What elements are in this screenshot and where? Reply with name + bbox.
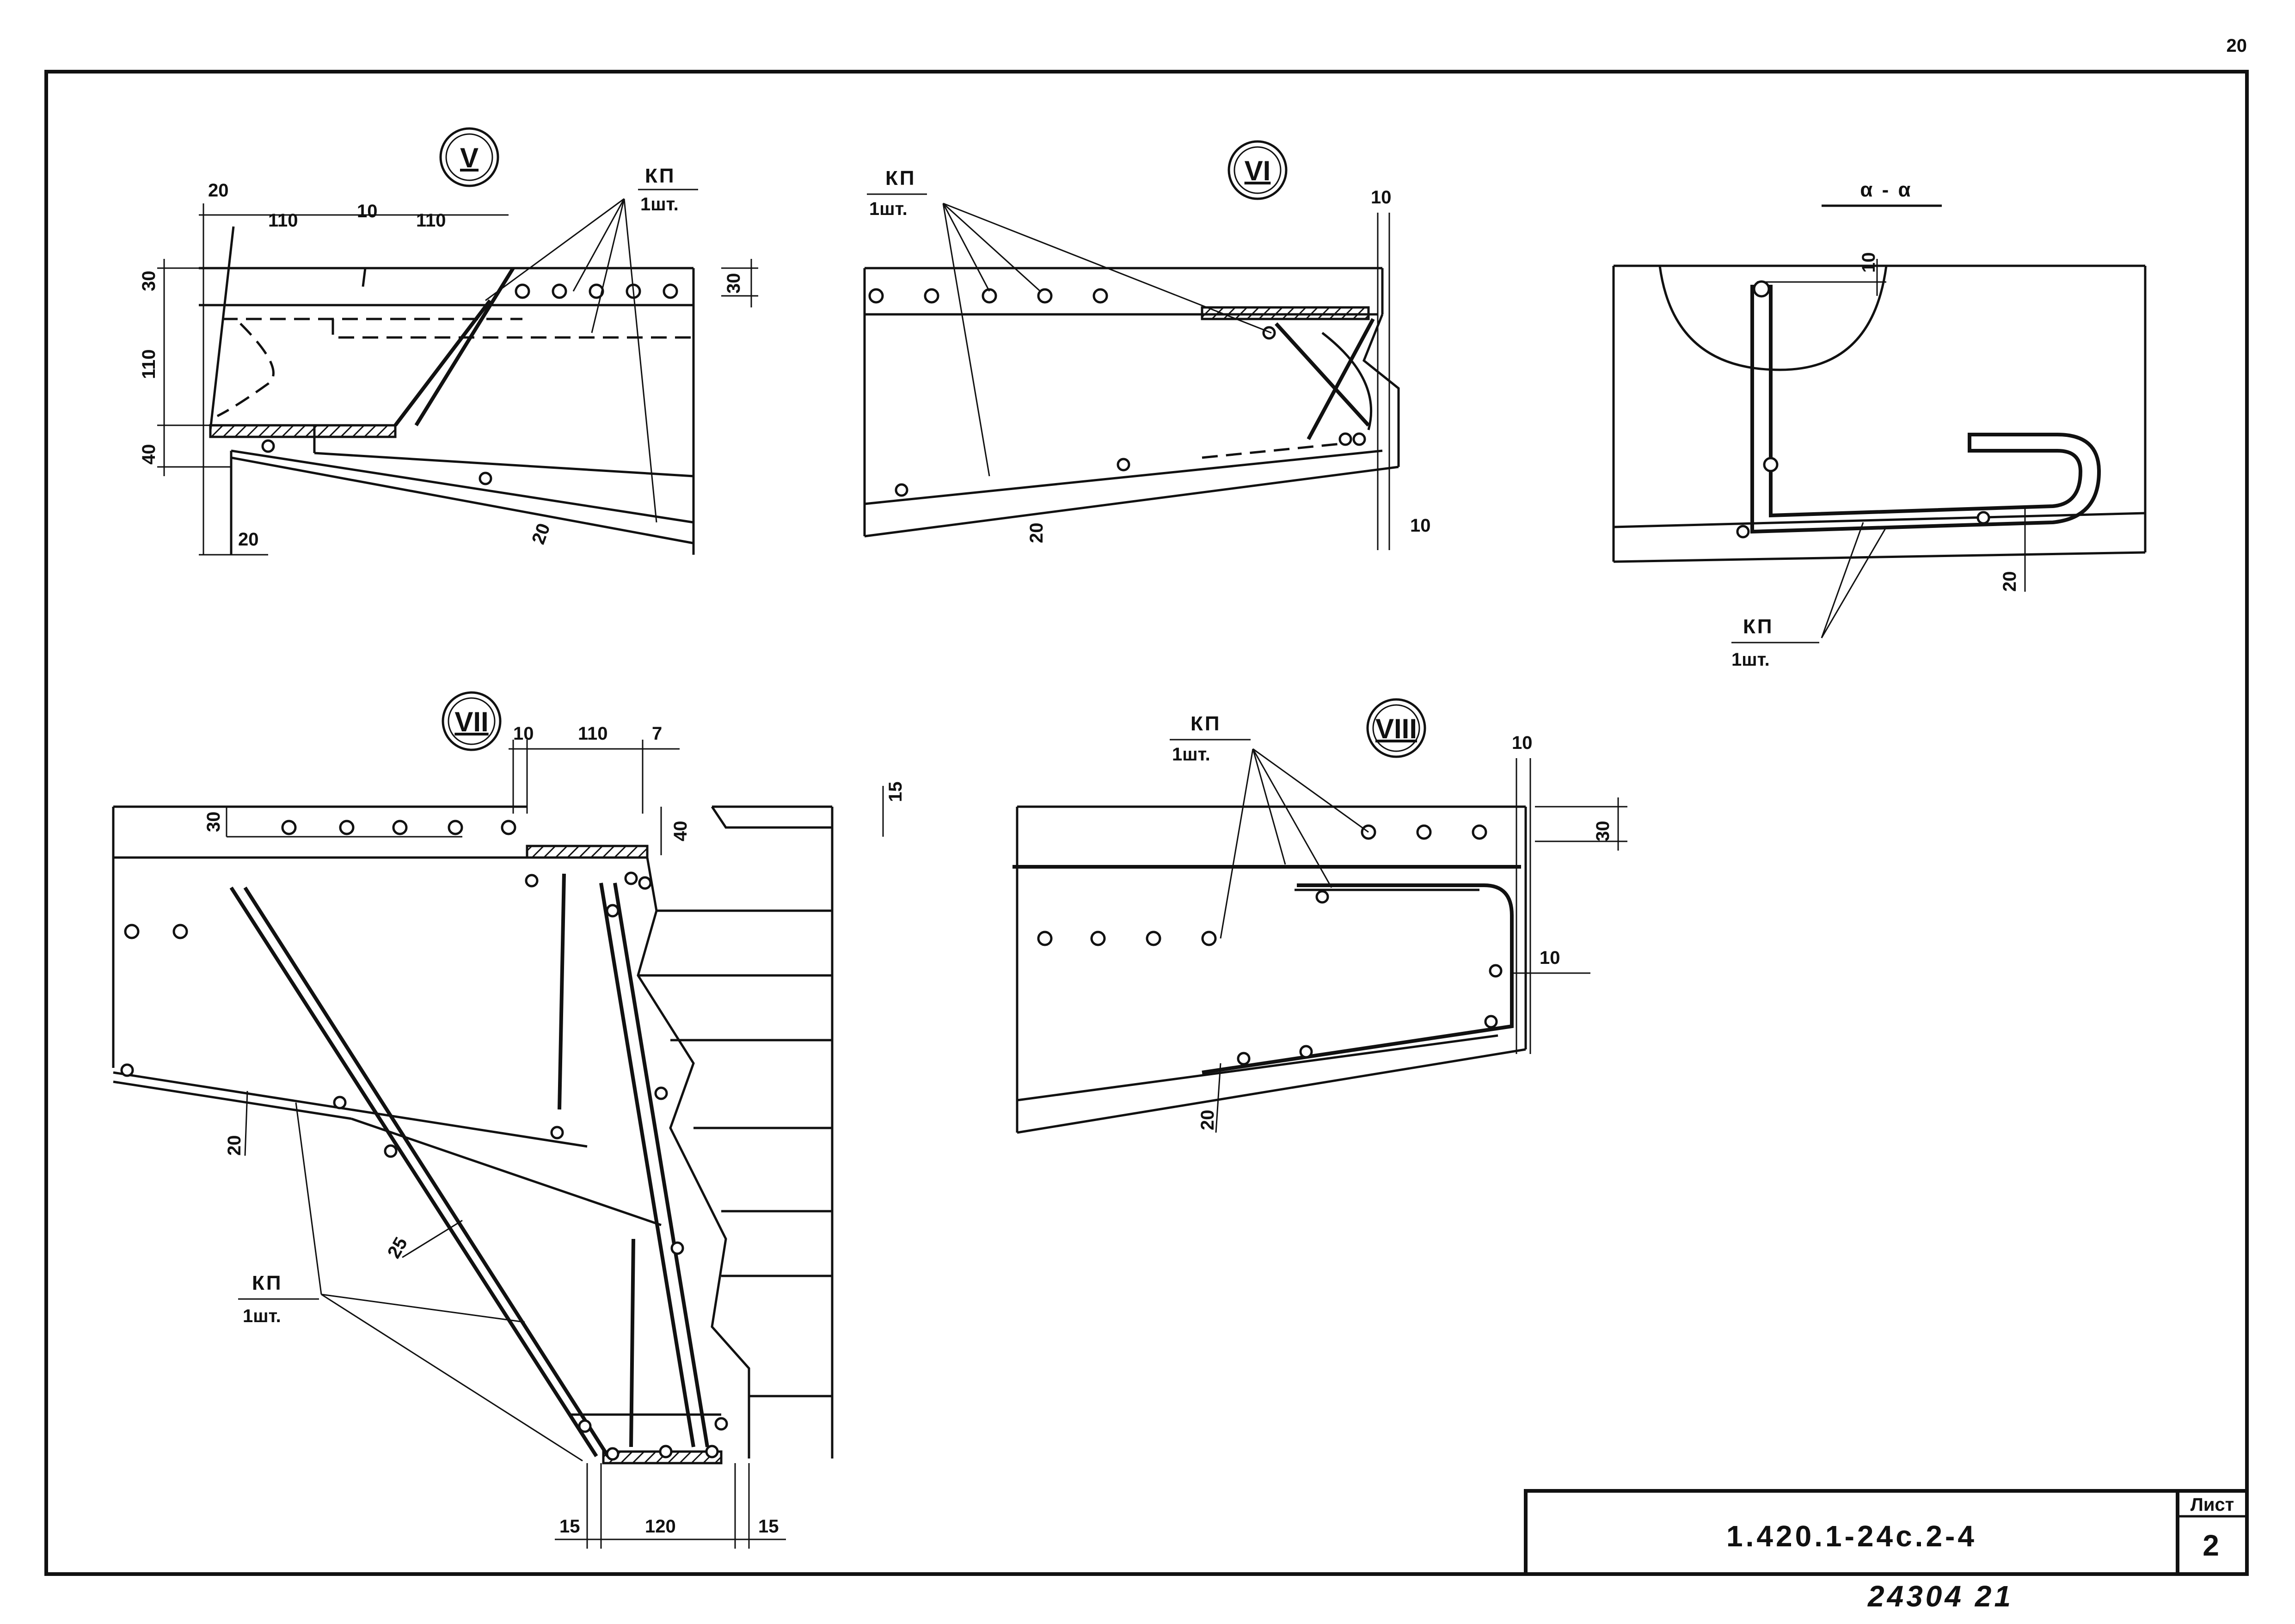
node-v-dim-2: 110 xyxy=(268,210,298,231)
node-viii-callout-qty: 1шт. xyxy=(1172,744,1210,765)
node-vi-label: VI xyxy=(1245,155,1271,186)
section-a-a-callout-qty: 1шт. xyxy=(1731,650,1770,670)
node-v-badge xyxy=(439,127,499,187)
node-v-dim-9: 30 xyxy=(724,273,744,294)
title-block: Лист 2 1.420.1-24с.2-4 24304 21 xyxy=(1524,1489,2249,1613)
node-v: V КП 1шт. xyxy=(139,127,758,556)
section-a-a-dim-2: 20 xyxy=(2000,571,2020,592)
node-vii-dim-4: 15 xyxy=(885,782,906,803)
node-viii-dim-1: 10 xyxy=(1512,733,1533,753)
node-v-dim-8: 20 xyxy=(238,529,259,550)
node-viii-dim-3: 10 xyxy=(1540,948,1560,968)
node-vii-dim-7: 20 xyxy=(224,1135,245,1156)
title-block-frame xyxy=(1524,1489,2249,1576)
node-vi-badge xyxy=(1227,140,1288,200)
node-viii-badge xyxy=(1366,698,1426,758)
node-vi: VI КП 1шт. 10 20 10 xyxy=(863,140,1431,550)
node-vi-dim-2: 20 xyxy=(1026,523,1047,544)
node-viii-dim-4: 20 xyxy=(1197,1110,1218,1131)
node-viii-label: VIII xyxy=(1375,713,1417,744)
node-vii-badge xyxy=(442,691,502,751)
node-vii-dim-2: 110 xyxy=(578,723,608,744)
node-vii-callout-qty: 1шт. xyxy=(243,1306,281,1326)
node-vii: VII xyxy=(112,691,906,1549)
page-number: 20 xyxy=(2227,36,2247,56)
node-vii-label: VII xyxy=(454,706,488,737)
sheet-label: Лист xyxy=(2191,1495,2234,1515)
node-v-callout-mark: КП xyxy=(645,165,675,187)
node-v-dim-7: 40 xyxy=(139,444,159,465)
document-code: 1.420.1-24с.2-4 xyxy=(1726,1520,1977,1553)
node-viii-callout-mark: КП xyxy=(1190,712,1221,735)
section-a-a: α - α 10 20 КП 1шт. xyxy=(1612,178,2147,670)
node-vi-callout-mark: КП xyxy=(885,167,916,190)
section-a-a-callout-mark: КП xyxy=(1743,615,1773,638)
node-v-dim-3: 10 xyxy=(357,201,378,221)
node-vii-dim-9: 15 xyxy=(559,1516,580,1537)
node-viii: VIII КП 1шт. 10 30 10 xyxy=(1012,698,1627,1134)
node-viii-dim-2: 30 xyxy=(1593,821,1613,842)
node-v-dim-6: 110 xyxy=(139,349,159,379)
node-vi-dim-3: 10 xyxy=(1410,515,1431,536)
sheet-number: 2 xyxy=(2203,1529,2222,1562)
node-v-callout-qty: 1шт. xyxy=(640,194,679,214)
node-vii-dim-1: 10 xyxy=(513,723,534,744)
node-vii-callout-mark: КП xyxy=(252,1272,282,1294)
node-v-label: V xyxy=(460,142,479,173)
section-a-a-dim-1: 10 xyxy=(1859,252,1879,273)
node-v-dim-1: 20 xyxy=(208,180,229,201)
node-vii-dim-5: 30 xyxy=(203,812,224,833)
node-vi-callout-qty: 1шт. xyxy=(869,199,908,219)
node-vii-dim-10: 120 xyxy=(645,1516,676,1537)
node-v-dim-4: 110 xyxy=(416,210,446,231)
node-v-dim-10: 20 xyxy=(528,521,554,547)
node-v-dim-5: 30 xyxy=(139,271,159,292)
bottom-note: 24304 21 xyxy=(1867,1580,2013,1613)
node-vii-dim-8: 25 xyxy=(384,1234,411,1262)
node-vi-dim-1: 10 xyxy=(1371,187,1392,208)
node-vii-dim-11: 15 xyxy=(758,1516,779,1537)
sheet-frame xyxy=(44,70,2249,1576)
node-vii-dim-3: 7 xyxy=(652,723,662,744)
section-a-a-title: α - α xyxy=(1860,178,1912,201)
node-vii-dim-6: 40 xyxy=(670,821,691,842)
